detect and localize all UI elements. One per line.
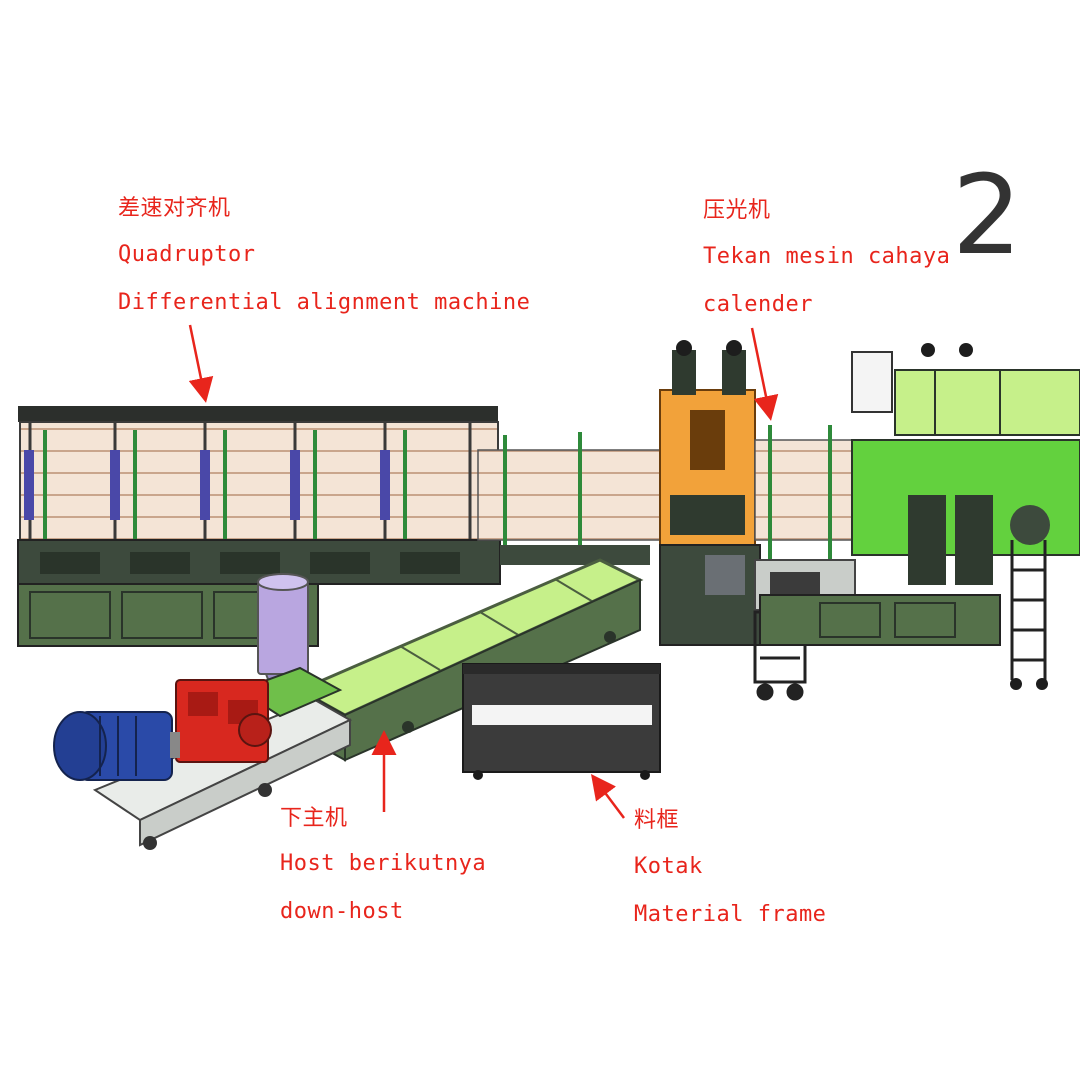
calender-label-zh: 压光机 xyxy=(703,198,771,223)
transfer-section xyxy=(477,432,669,565)
down-host-label-en: down-host xyxy=(280,899,404,924)
arrow-material-frame xyxy=(591,774,625,819)
output-rails xyxy=(754,425,861,611)
quadruptor-label-id: Quadruptor xyxy=(118,242,256,267)
down-host-machine xyxy=(53,573,353,850)
calender-machine xyxy=(659,340,761,646)
arrow-calender xyxy=(750,327,779,421)
down-host-label-id: Host berikutnya xyxy=(280,851,487,876)
quadruptor-label-en: Differential alignment machine xyxy=(118,290,531,315)
gearbox xyxy=(175,679,272,763)
trolley xyxy=(753,610,807,701)
motor xyxy=(53,711,180,781)
page-number: 2 xyxy=(952,151,1022,279)
downstream-unit xyxy=(851,343,1080,690)
calender-label-en: calender xyxy=(703,292,813,317)
material-frame-label-id: Kotak xyxy=(634,854,703,879)
hopper xyxy=(257,581,309,675)
calender-cabinet xyxy=(759,594,1001,646)
material-frame-label-en: Material frame xyxy=(634,902,827,927)
calender-label-id: Tekan mesin cahaya xyxy=(703,244,951,269)
alignment-top-beam xyxy=(18,406,498,422)
material-frame-box xyxy=(462,663,661,780)
down-host-label-zh: 下主机 xyxy=(280,806,348,831)
material-frame-label-zh: 料框 xyxy=(634,808,680,833)
quadruptor-label-zh: 差速对齐机 xyxy=(118,196,231,221)
arrow-alignment xyxy=(188,324,214,403)
alignment-body xyxy=(19,421,499,543)
callout-arrows xyxy=(188,324,779,819)
ladder xyxy=(1010,540,1047,680)
